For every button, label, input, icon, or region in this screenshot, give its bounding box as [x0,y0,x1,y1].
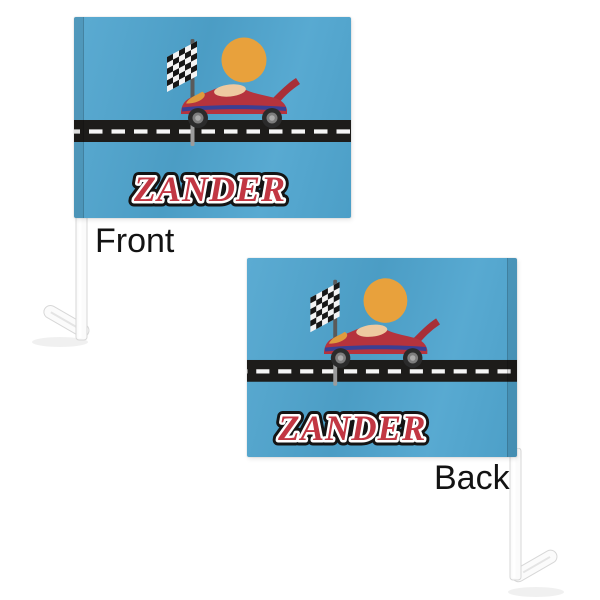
sun-icon [363,278,408,323]
name-outline-white: ZANDER [133,169,286,209]
road-stripe [247,359,517,382]
front-label: Front [95,222,175,260]
sun-icon [221,37,267,83]
pole-highlight [78,200,82,338]
window-clip-pole-icon [32,198,90,347]
car-wheel-front [188,108,208,128]
pole-hook [511,549,558,583]
checkered-flag-icon [167,41,197,92]
personalized-name-text: ZANDER ZANDER ZANDER [272,403,431,454]
car-wheel-rear [402,348,423,368]
car-wheel-front [330,348,351,368]
flag-pole-sleeve [507,258,517,457]
car-flag-back: ZANDER ZANDER ZANDER [247,258,517,457]
name-fill: ZANDER [133,169,286,209]
car-wheel-rear [262,108,282,128]
car-flag-front: ZANDER ZANDER ZANDER [74,17,351,218]
pole-highlight [512,450,516,578]
road-stripe [74,120,351,142]
car-window [214,84,246,97]
car-window [356,324,388,337]
pole-shadow [32,337,88,347]
flag-print-scene: ZANDER ZANDER ZANDER [74,37,351,215]
window-clip-pole-icon [508,448,564,597]
name-outline-black: ZANDER [277,408,426,448]
flag-print-scene: ZANDER ZANDER ZANDER [247,278,517,454]
name-outline-white: ZANDER [277,408,426,448]
back-label: Back [434,459,510,497]
race-car-icon [322,318,440,368]
checkered-flag-icon [310,281,340,333]
personalized-name-text: ZANDER ZANDER ZANDER [127,164,290,215]
pole-shadow [508,587,564,597]
car-stripe [324,345,427,352]
name-outline-black: ZANDER [133,169,286,209]
flag-pole-sleeve [74,17,84,218]
car-stripe [182,105,286,112]
name-fill: ZANDER [277,408,426,448]
